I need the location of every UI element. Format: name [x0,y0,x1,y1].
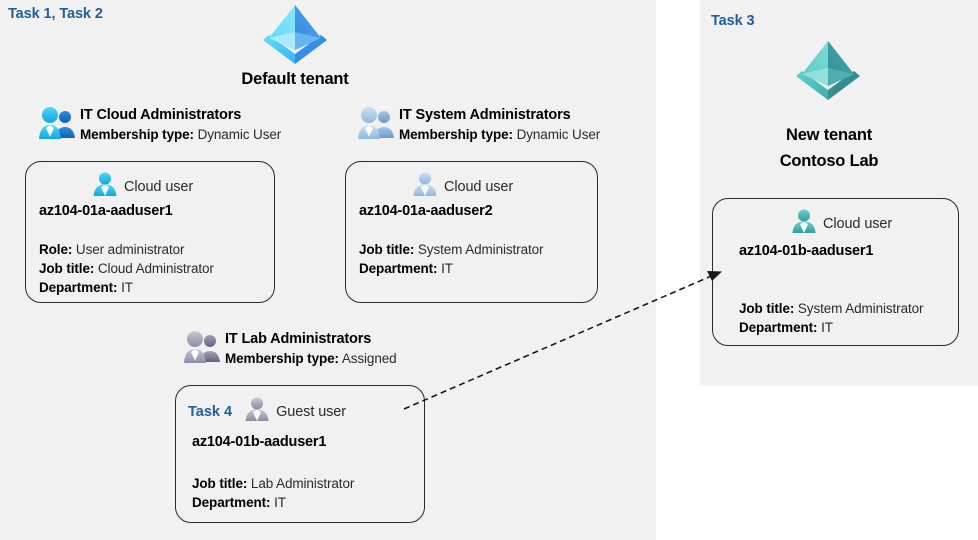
membership-label: Membership type: [225,351,339,366]
group-name: IT System Administrators [399,107,571,123]
user-type-label: Cloud user [444,178,514,195]
property-value: User administrator [75,242,185,257]
group-name: IT Lab Administrators [225,331,372,347]
group-users-icon [357,106,395,145]
user-upn: az104-01a-aaduser2 [359,203,493,219]
property-label: Department: [359,261,438,276]
property-value: IT [121,280,133,295]
user-card-az104-01a-aaduser2[interactable]: Cloud user az104-01a-aaduser2 Job title:… [345,161,598,303]
cloud-user-icon [412,171,438,202]
membership-value: Assigned [341,351,397,366]
panel-default-tenant [0,0,656,540]
user-property-jobtitle: Job title: System Administrator [359,240,544,259]
property-label: Department: [39,280,118,295]
membership-value: Dynamic User [197,127,282,142]
user-upn: az104-01b-aaduser1 [739,243,874,259]
user-property-department: Department: IT [192,493,354,512]
user-properties: Job title: System Administrator Departme… [739,299,924,337]
new-tenant-title-line2: Contoso Lab [779,152,879,170]
user-property-jobtitle: Job title: System Administrator [739,299,924,318]
user-property-department: Department: IT [359,259,543,278]
membership-value: Dynamic User [516,127,601,142]
user-card-az104-01b-aaduser1-guest[interactable]: Task 4 Guest user az104-01b-aaduser1 [175,385,425,523]
user-properties: Job title: Lab Administrator Department:… [192,474,354,512]
card-head: Cloud user [92,171,193,202]
group-membership: Membership type: Assigned [225,349,397,368]
new-tenant-title-line1: New tenant [785,126,872,144]
property-label: Job title: [739,301,795,316]
user-type-label: Guest user [276,403,346,420]
user-properties: Job title: System Administrator Departme… [359,240,544,278]
property-value: IT [274,495,286,510]
task-label-3: Task 3 [711,13,755,29]
default-tenant-title: Default tenant [241,70,349,88]
property-value: Cloud Administrator [97,261,214,276]
property-label: Role: [39,242,73,257]
card-head: Task 4 Guest user [188,396,346,427]
group-membership: Membership type: Dynamic User [80,125,281,144]
user-upn: az104-01a-aaduser1 [39,203,173,219]
user-property-jobtitle: Job title: Cloud Administrator [39,259,214,278]
property-value: System Administrator [417,242,544,257]
property-value: Lab Administrator [250,476,355,491]
azure-ad-tenant-icon [790,38,866,100]
card-head: Cloud user [791,208,892,239]
card-head: Cloud user [412,171,513,202]
property-label: Job title: [192,476,248,491]
group-it-cloud-administrators-text: IT Cloud Administrators Membership type:… [80,106,281,144]
group-membership: Membership type: Dynamic User [399,125,600,144]
user-upn: az104-01b-aaduser1 [192,434,327,450]
group-it-system-administrators-text: IT System Administrators Membership type… [399,106,600,144]
membership-label: Membership type: [80,127,194,142]
property-label: Department: [739,320,818,335]
user-property-department: Department: IT [39,278,214,297]
user-property-department: Department: IT [739,318,923,337]
property-value: System Administrator [797,301,924,316]
group-name: IT Cloud Administrators [80,107,242,123]
property-value: IT [821,320,833,335]
property-label: Department: [192,495,271,510]
cloud-user-icon [791,208,817,239]
user-card-az104-01a-aaduser1[interactable]: Cloud user az104-01a-aaduser1 Role: User… [25,161,275,303]
group-users-icon [183,330,221,369]
user-property-role: Role: User administrator [39,240,214,259]
task-label-1-2: Task 1, Task 2 [8,6,103,22]
guest-user-icon [244,396,270,427]
user-property-jobtitle: Job title: Lab Administrator [192,474,354,493]
group-users-icon [38,106,76,145]
property-label: Job title: [359,242,415,257]
user-card-az104-01b-aaduser1-cloud[interactable]: Cloud user az104-01b-aaduser1 Job title:… [712,198,959,346]
user-properties: Role: User administrator Job title: Clou… [39,240,214,297]
task-label-4: Task 4 [188,403,233,420]
membership-label: Membership type: [399,127,513,142]
cloud-user-icon [92,171,118,202]
property-label: Job title: [39,261,95,276]
azure-ad-tenant-icon [257,2,333,64]
group-it-lab-administrators-text: IT Lab Administrators Membership type: A… [225,330,397,368]
property-value: IT [441,261,453,276]
user-type-label: Cloud user [124,178,194,195]
user-type-label: Cloud user [823,215,893,232]
